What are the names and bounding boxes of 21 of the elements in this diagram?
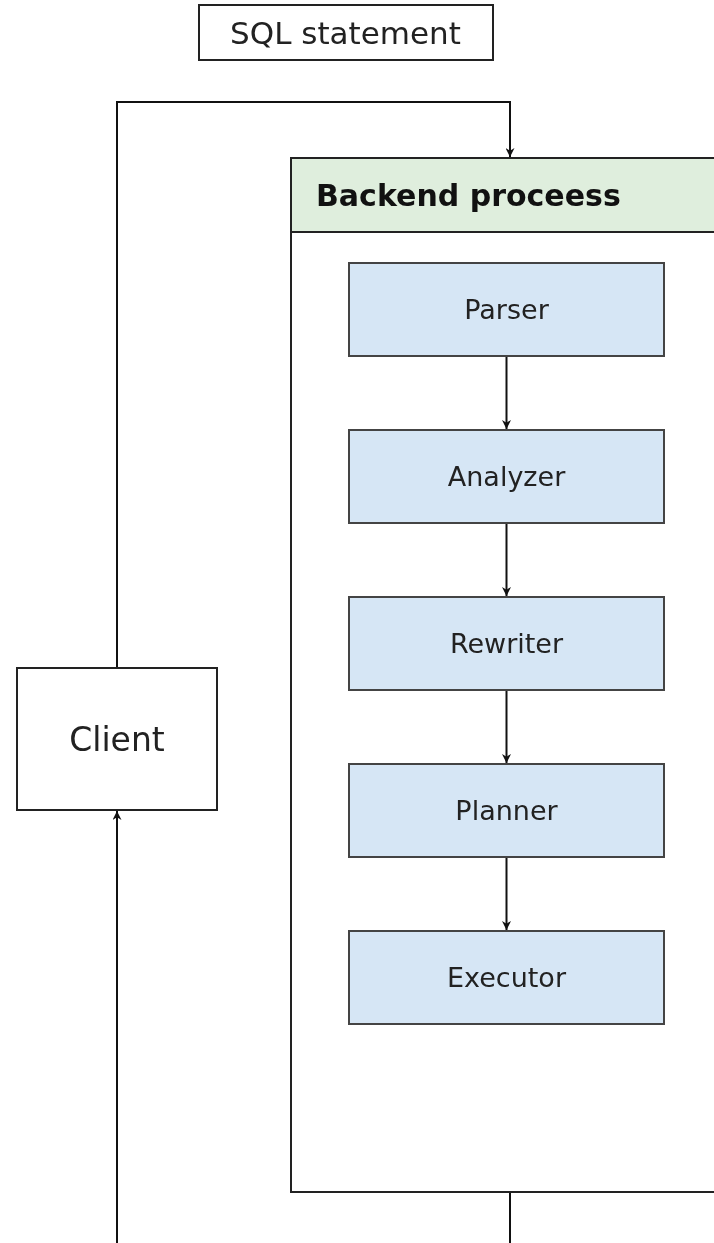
- arrow: [502, 690, 511, 764]
- node-label: Client: [69, 719, 165, 759]
- arrow: [112, 810, 511, 1243]
- process-box: [348, 429, 665, 524]
- arrow: [502, 356, 511, 430]
- process-box: [348, 262, 665, 357]
- node-label: Rewriter: [449, 628, 564, 659]
- arrow: [502, 523, 511, 597]
- node-label: Planner: [455, 795, 558, 826]
- process-box: [348, 596, 665, 691]
- arrow: [116, 101, 515, 668]
- process-box: [348, 763, 665, 858]
- client-box: [16, 667, 218, 811]
- node-label: Executor: [447, 962, 566, 993]
- header-title: Backend proceess: [316, 177, 621, 213]
- node-label: Parser: [464, 294, 549, 325]
- process-container: [290, 157, 714, 1193]
- node-label: Analyzer: [447, 461, 566, 492]
- process-box: [348, 930, 665, 1025]
- edge-label: SQL statement: [197, 4, 494, 61]
- arrow: [502, 857, 511, 931]
